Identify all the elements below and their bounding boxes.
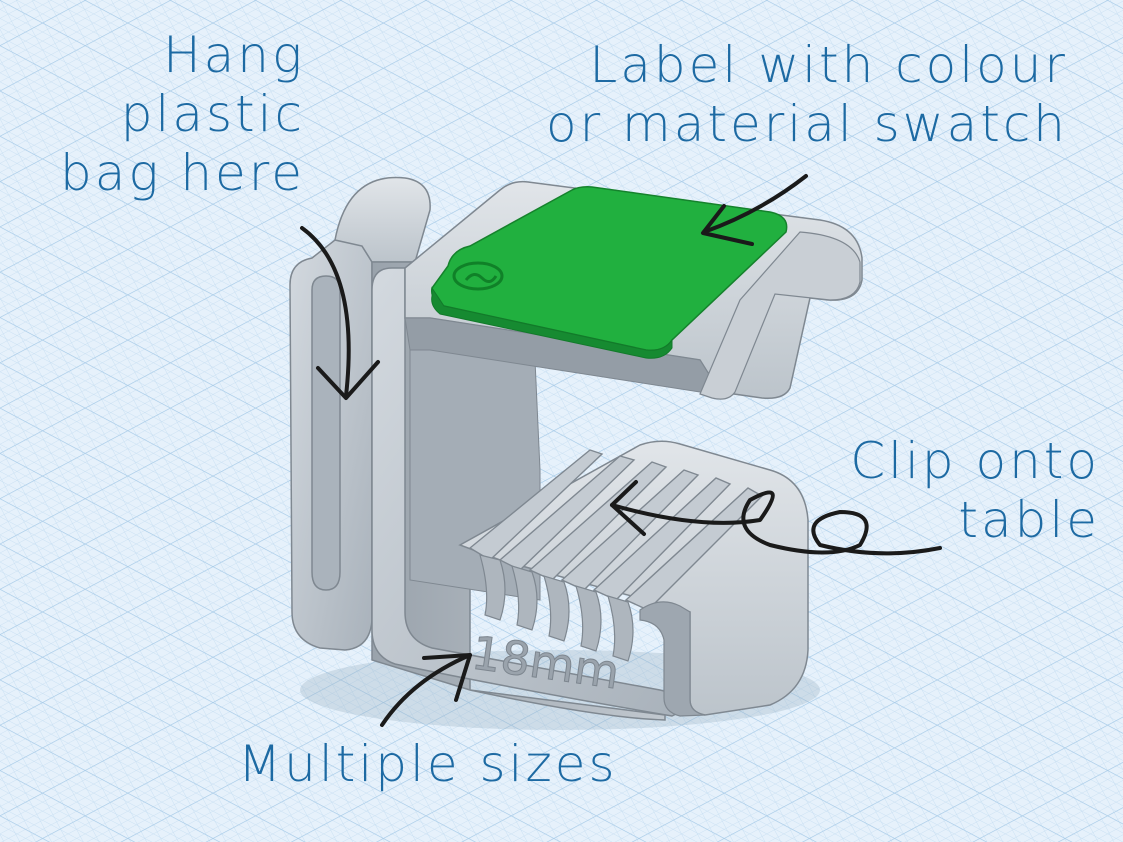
- grip-rib-fronts: [479, 554, 634, 662]
- arrow-hang-bag: [300, 226, 380, 400]
- bag-hanger-rib: [334, 176, 431, 263]
- annotation-line: plastic: [120, 85, 305, 143]
- arrow-multiple-sizes: [380, 653, 472, 727]
- annotation-line: Clip onto: [850, 432, 1100, 490]
- annotation-arrows: [300, 174, 942, 727]
- annotation-line: Multiple sizes: [238, 735, 618, 793]
- jaw-front-face: [639, 601, 706, 717]
- swatch-edge: [431, 286, 673, 359]
- annotation-line: or material swatch: [546, 95, 1068, 153]
- annotation-hang-bag: Hang plastic bag here: [60, 26, 305, 203]
- annotation-multiple-sizes: Multiple sizes: [238, 735, 618, 794]
- arrow-clip-table: [610, 480, 942, 556]
- annotation-line: Hang: [163, 26, 305, 84]
- annotation-line: Label with colour: [589, 36, 1068, 94]
- grip-ribs: [468, 449, 764, 611]
- arrow-label-swatch: [701, 174, 808, 246]
- annotation-line: table: [958, 491, 1100, 549]
- top-arm-roller: [699, 231, 861, 400]
- annotation-label-swatch: Label with colour or material swatch: [500, 36, 1068, 154]
- annotation-line: bag here: [60, 144, 305, 202]
- swatch-logo-icon: [452, 261, 504, 291]
- bag-hanger-slot: [311, 275, 341, 591]
- annotation-clip-table: Clip onto table: [830, 432, 1100, 550]
